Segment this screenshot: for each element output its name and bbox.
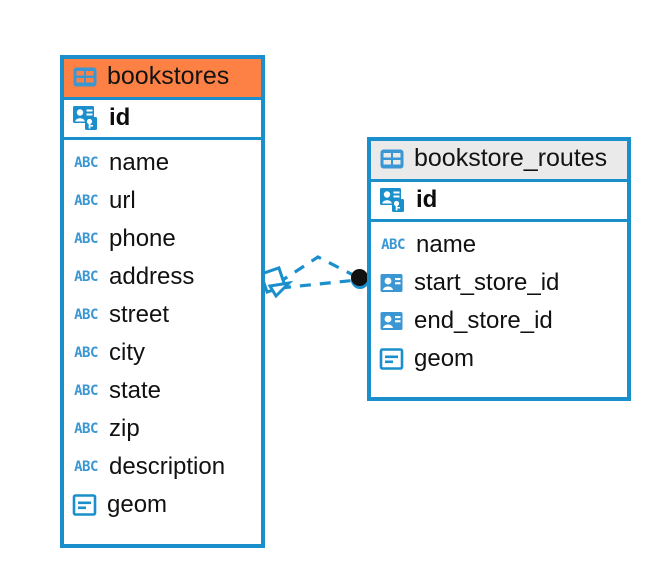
primary-key-row-bookstore-routes[interactable]: id: [371, 181, 627, 222]
text-field-icon: ABC: [74, 420, 98, 437]
field-label: name: [109, 148, 170, 176]
field-label: url: [109, 186, 136, 214]
field-list-bookstores: ABC name ABC url ABC phone ABC address A…: [64, 139, 261, 530]
field-row-city[interactable]: ABC city: [72, 334, 253, 372]
field-row-description[interactable]: ABC description: [72, 448, 253, 486]
field-row-start-store-id[interactable]: start_store_id: [379, 264, 619, 302]
text-field-icon: ABC: [74, 154, 98, 171]
relationship-line-lower: [279, 278, 358, 290]
field-label: description: [109, 452, 226, 480]
field-row-zip[interactable]: ABC zip: [72, 410, 253, 448]
field-row-geom[interactable]: geom: [379, 340, 619, 378]
field-label: street: [109, 300, 170, 328]
text-field-icon: ABC: [74, 268, 98, 285]
field-label: phone: [109, 224, 176, 252]
crows-foot-diamond-marker: [259, 266, 294, 299]
field-label: geom: [414, 344, 475, 372]
primary-key-label-bookstore-routes: id: [416, 185, 438, 213]
relationship-line-upper: [277, 255, 358, 285]
entity-title-bookstore-routes: bookstore_routes: [414, 144, 608, 172]
entity-header-bookstores[interactable]: bookstores: [64, 59, 261, 100]
field-row-street[interactable]: ABC street: [72, 296, 253, 334]
text-field-icon: ABC: [74, 458, 98, 475]
foreign-key-icon: [379, 271, 405, 295]
text-field-icon: ABC: [74, 192, 98, 209]
geometry-field-icon: [379, 347, 405, 371]
primary-key-row-bookstores[interactable]: id: [64, 99, 261, 140]
field-label: name: [416, 230, 477, 258]
foreign-key-icon: [379, 309, 405, 333]
table-icon: [72, 66, 98, 88]
field-label: city: [109, 338, 145, 366]
primary-key-icon: [379, 187, 407, 213]
field-row-name[interactable]: ABC name: [72, 144, 253, 182]
field-row-phone[interactable]: ABC phone: [72, 220, 253, 258]
field-label: end_store_id: [414, 306, 553, 334]
field-row-state[interactable]: ABC state: [72, 372, 253, 410]
primary-key-label-bookstores: id: [109, 103, 131, 131]
entity-table-bookstores[interactable]: bookstores id ABC: [60, 55, 265, 548]
field-row-end-store-id[interactable]: end_store_id: [379, 302, 619, 340]
entity-title-bookstores: bookstores: [107, 62, 230, 90]
primary-key-icon: [72, 105, 100, 131]
table-icon: [379, 148, 405, 170]
field-label: geom: [107, 490, 168, 518]
field-row-url[interactable]: ABC url: [72, 182, 253, 220]
field-row-geom[interactable]: geom: [72, 486, 253, 524]
text-field-icon: ABC: [74, 344, 98, 361]
text-field-icon: ABC: [381, 236, 405, 253]
text-field-icon: ABC: [74, 230, 98, 247]
field-list-bookstore-routes: ABC name start_store_id: [371, 221, 627, 384]
field-label: zip: [109, 414, 140, 442]
field-row-name[interactable]: ABC name: [379, 226, 619, 264]
field-label: state: [109, 376, 162, 404]
field-row-address[interactable]: ABC address: [72, 258, 253, 296]
field-label: start_store_id: [414, 268, 560, 296]
entity-table-bookstore-routes[interactable]: bookstore_routes id ABC: [367, 137, 631, 401]
field-label: address: [109, 262, 195, 290]
entity-header-bookstore-routes[interactable]: bookstore_routes: [371, 141, 627, 182]
geometry-field-icon: [72, 493, 98, 517]
text-field-icon: ABC: [74, 382, 98, 399]
text-field-icon: ABC: [74, 306, 98, 323]
